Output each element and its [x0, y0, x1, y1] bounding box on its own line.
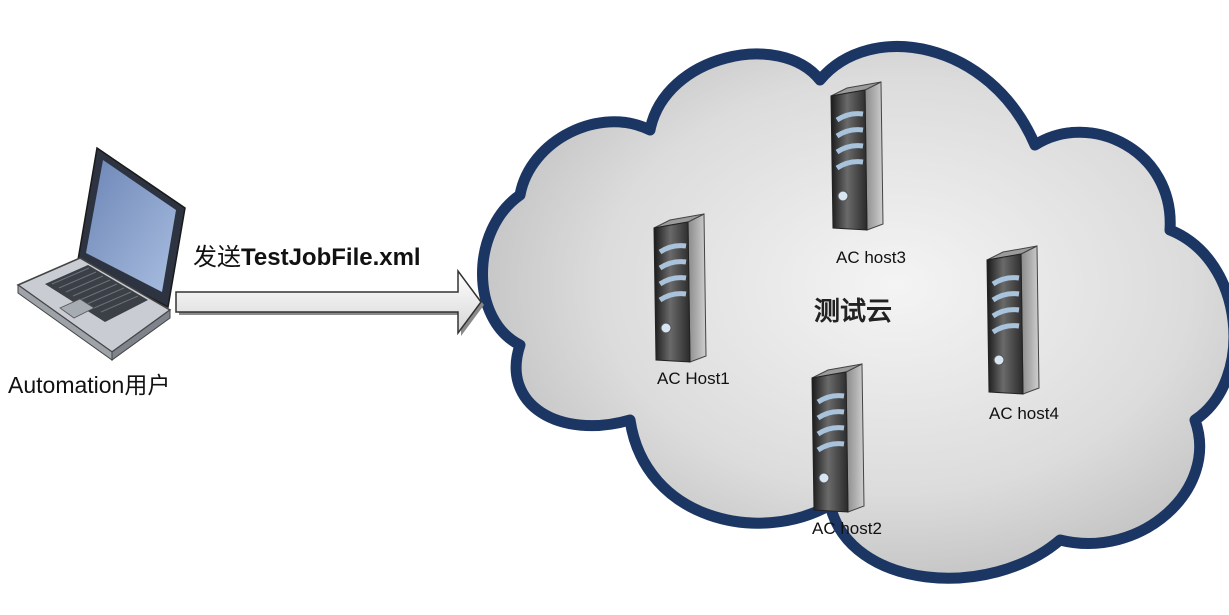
laptop-icon	[18, 148, 185, 360]
host-label-2: AC host2	[812, 519, 882, 539]
host-label-3: AC host3	[836, 248, 906, 268]
cloud-label: 测试云	[814, 291, 892, 328]
send-arrow	[176, 271, 484, 336]
server-icon	[987, 246, 1039, 394]
host-label-4: AC host4	[989, 404, 1059, 424]
user-label: Automation用户	[8, 366, 170, 400]
server-icon	[654, 214, 706, 362]
host-label-1: AC Host1	[657, 369, 730, 389]
server-icon	[812, 364, 864, 512]
server-icon	[831, 82, 883, 230]
arrow-label: 发送TestJobFile.xml	[193, 237, 421, 272]
arrow-label-prefix: 发送	[193, 244, 241, 271]
arrow-label-filename: TestJobFile.xml	[241, 244, 421, 271]
